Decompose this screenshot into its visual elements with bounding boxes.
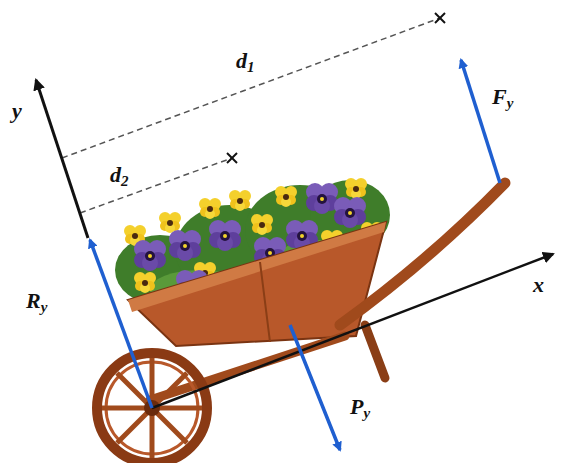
subscript: y — [41, 299, 48, 315]
distance-label: d2 — [110, 164, 129, 189]
subscript: y — [363, 405, 370, 421]
axis-label: y — [12, 100, 22, 122]
axis-label: x — [533, 274, 544, 296]
subscript: 2 — [121, 173, 129, 189]
force-label: Ry — [26, 290, 47, 315]
subscript: 1 — [247, 59, 255, 75]
force-label: Py — [350, 396, 370, 421]
subscript: y — [507, 95, 514, 111]
force-label: Fy — [492, 86, 513, 111]
distance-label: d1 — [236, 50, 255, 75]
